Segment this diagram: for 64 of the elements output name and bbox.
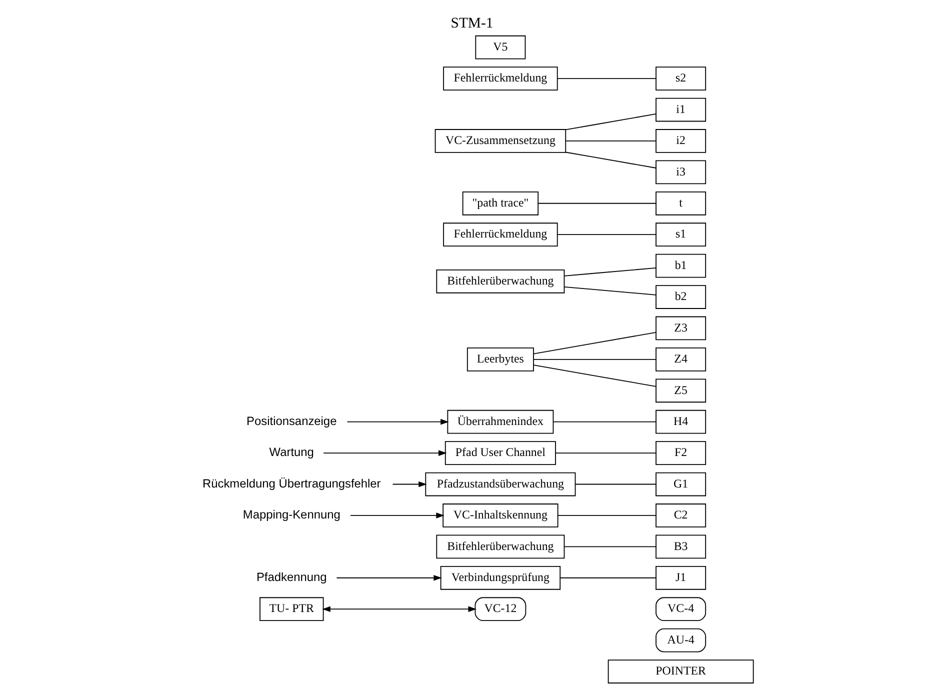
node-box: Fehlerrückmeldung [442, 222, 558, 247]
node-box: J1 [655, 566, 706, 590]
node-box: Pfadzustandsüberwachung [424, 472, 576, 496]
arrow [392, 481, 426, 488]
node-box: B3 [655, 534, 706, 559]
connector [564, 113, 656, 130]
connector [556, 234, 656, 236]
connector [559, 577, 656, 578]
node-text: Pfadkennung [256, 570, 326, 584]
arrow [322, 450, 446, 456]
node-text: Rückmeldung Übertragungsfehler [202, 476, 380, 490]
node-box: Fehlerrückmeldung [442, 66, 558, 90]
node-box: b2 [655, 285, 706, 309]
connector [563, 546, 656, 548]
node-box: s2 [655, 66, 706, 90]
node-box: VC-4 [655, 597, 706, 622]
arrow [322, 606, 476, 612]
node-box: Pfad User Channel [444, 441, 556, 465]
node-text: Wartung [268, 445, 314, 460]
node-box: H4 [655, 410, 706, 434]
connector [537, 202, 656, 204]
node-box: Bitfehlerüberwachung [436, 269, 564, 294]
node-box: Z5 [655, 378, 706, 403]
node-box: V5 [474, 35, 526, 60]
node-box: Bitfehlerüberwachung [436, 534, 564, 559]
node-text: Mapping-Kennung [242, 508, 340, 522]
node-box: t [655, 191, 706, 216]
node-box: Z3 [655, 316, 706, 340]
node-box: VC-Inhaltskennung [442, 504, 558, 528]
node-box: "path trace" [462, 191, 538, 216]
node-box: i3 [655, 160, 706, 184]
connector [563, 286, 656, 296]
node-box: F2 [655, 441, 706, 465]
node-box: G1 [655, 472, 706, 496]
node-box: i2 [655, 129, 706, 153]
node-box: b1 [655, 254, 706, 278]
arrow [346, 418, 448, 425]
node-box: AU-4 [655, 628, 706, 652]
connector [532, 332, 656, 354]
node-box: Überrahmenindex [446, 410, 554, 434]
connector [564, 152, 656, 168]
node-box: VC-Zusammensetzung [434, 129, 566, 153]
connector [556, 78, 656, 80]
connector [563, 267, 656, 276]
node-box: Z4 [655, 348, 706, 372]
connector [554, 452, 656, 454]
diagram-title: STM-1 [450, 15, 493, 32]
node-box: i1 [655, 98, 706, 122]
connector [532, 358, 656, 360]
node-box: VC-12 [474, 597, 526, 622]
node-box: s1 [655, 222, 706, 247]
node-box: TU- PTR [259, 597, 324, 622]
arrow [350, 512, 444, 518]
arrow [336, 575, 442, 581]
connector [564, 140, 656, 142]
connector [552, 421, 656, 422]
node-box: Leerbytes [466, 348, 534, 372]
node-box: Verbindungsprüfung [440, 566, 560, 590]
node-box: C2 [655, 504, 706, 528]
node-box: POINTER [607, 660, 754, 684]
connector [532, 364, 656, 387]
connector [574, 484, 656, 485]
connector [556, 515, 656, 516]
node-text: Positionsanzeige [246, 414, 336, 428]
